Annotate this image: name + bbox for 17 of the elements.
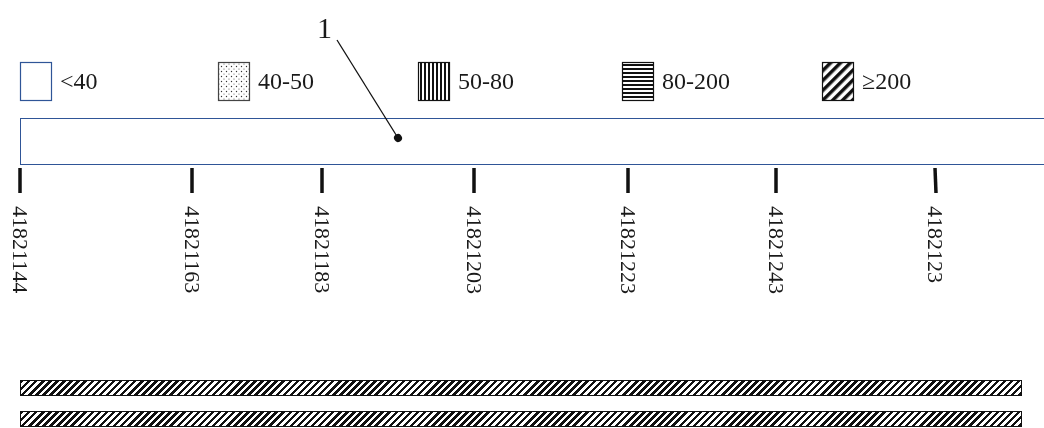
callout-number: 1	[317, 14, 337, 42]
sequence-bar	[20, 118, 1044, 165]
leader-line	[336, 39, 402, 142]
position-label: 41821144	[9, 206, 31, 294]
position-label: 41821183	[311, 206, 333, 294]
legend-label: 50-80	[458, 67, 514, 95]
legend-label: 40-50	[258, 67, 314, 95]
hatched-bar	[20, 411, 1022, 427]
hatched-bar	[20, 380, 1022, 396]
legend-label: ≥200	[862, 67, 912, 95]
legend-label: <40	[60, 67, 98, 95]
legend-label: 80-200	[662, 67, 730, 95]
position-label: 41821163	[181, 206, 203, 294]
position-label: 4182123	[924, 206, 946, 283]
position-label: 41821223	[617, 206, 639, 294]
position-label: 41821203	[463, 206, 485, 294]
position-label: 41821243	[765, 206, 787, 294]
